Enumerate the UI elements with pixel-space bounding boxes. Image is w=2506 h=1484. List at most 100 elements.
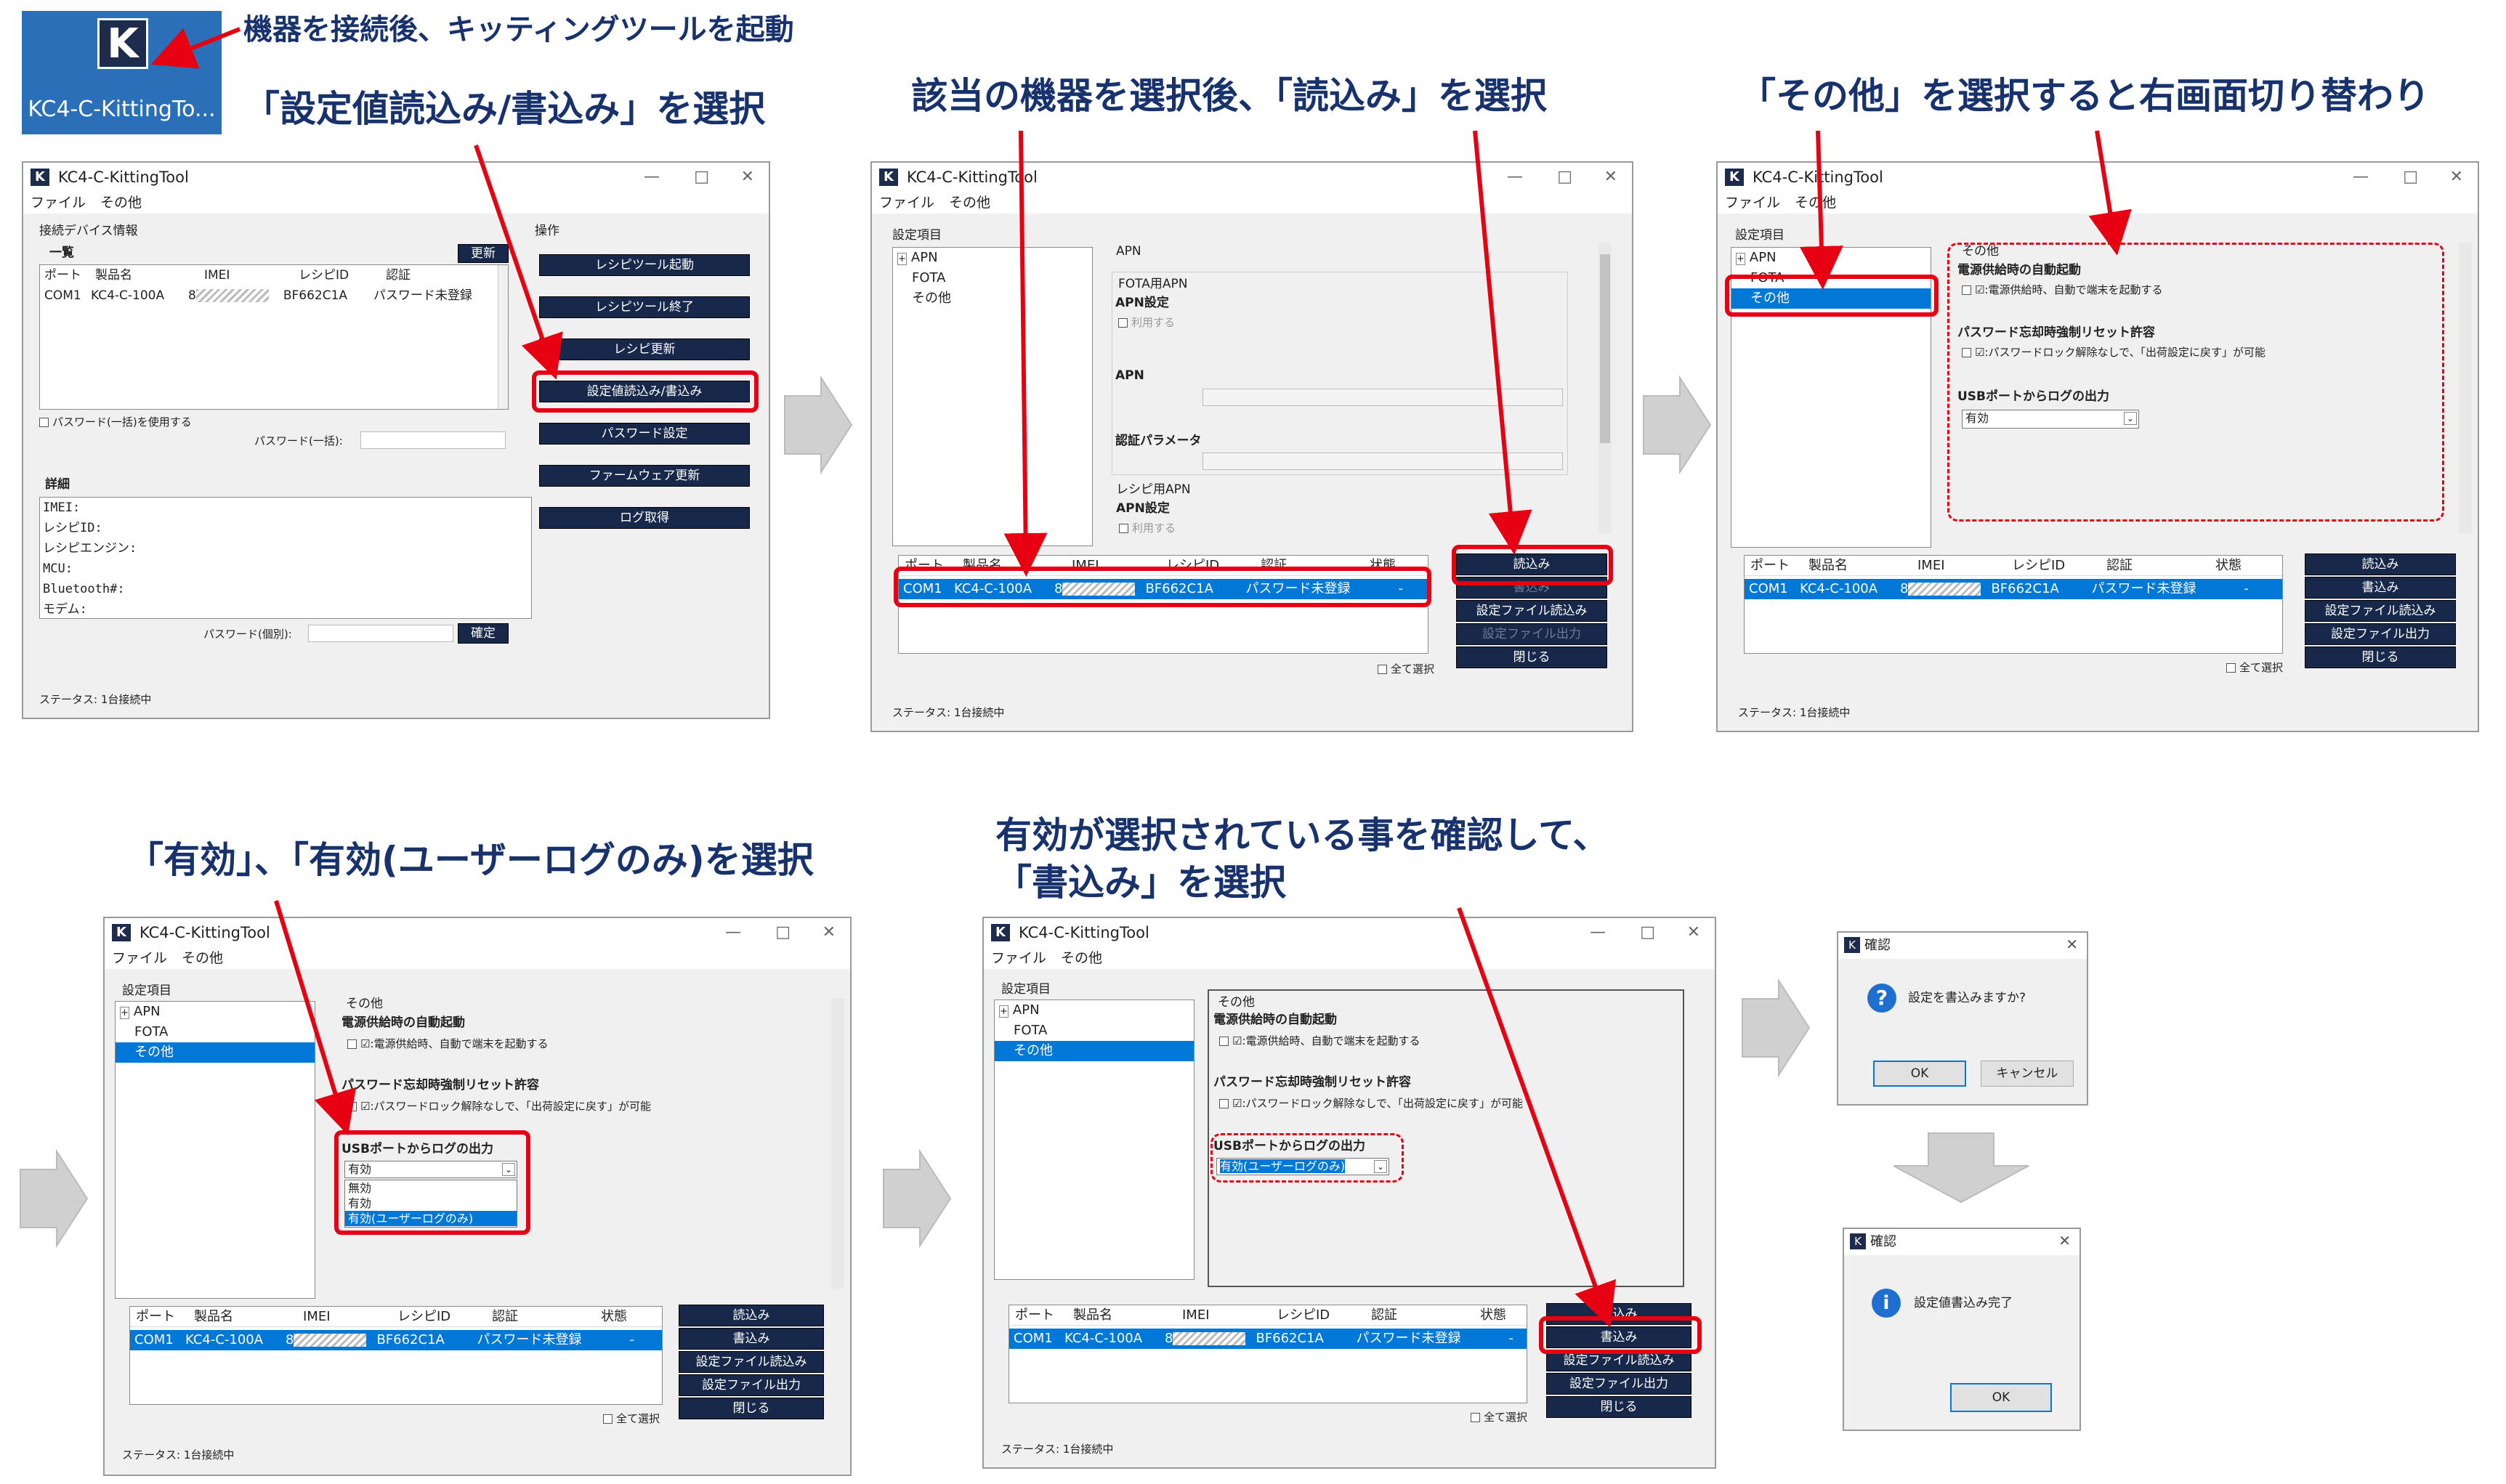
menu-other[interactable]: その他 <box>1061 950 1103 966</box>
select-all-checkbox[interactable]: 全て選択 <box>2226 661 2283 674</box>
password-setting-button[interactable]: パスワード設定 <box>539 423 750 445</box>
write-button[interactable]: 書込み <box>2305 577 2456 599</box>
settings-file-output-button[interactable]: 設定ファイル出力 <box>679 1374 824 1396</box>
tree-other[interactable]: その他 <box>1731 288 1931 309</box>
recipe-use-checkbox[interactable]: 利用する <box>1119 522 1176 535</box>
recipe-tool-start-button[interactable]: レシピツール起動 <box>539 254 750 276</box>
select-all-checkbox[interactable]: 全て選択 <box>1471 1411 1527 1424</box>
tree-other[interactable]: その他 <box>912 291 951 306</box>
minimize-button[interactable]: — <box>725 923 741 941</box>
auth-param-input[interactable] <box>1203 453 1563 470</box>
tree-apn[interactable]: APN <box>133 1004 161 1019</box>
usb-log-select[interactable]: 有効⌄ <box>344 1161 517 1178</box>
usb-log-options[interactable]: 無効 有効 有効(ユーザーログのみ) <box>344 1180 517 1228</box>
close-button[interactable]: ✕ <box>1604 168 1617 186</box>
maximize-button[interactable]: □ <box>694 168 709 186</box>
pw-reset-checkbox[interactable]: ☑:パスワードロック解除なしで、「出荷設定に戻す」が可能 <box>1219 1097 1523 1110</box>
close-dialog-button[interactable]: 閉じる <box>679 1398 824 1419</box>
tree-fota[interactable]: FOTA <box>1014 1023 1048 1038</box>
close-dialog-button[interactable]: 閉じる <box>1546 1396 1691 1418</box>
settings-tree[interactable]: +APN FOTA その他 <box>1731 247 1931 548</box>
settings-file-output-button[interactable]: 設定ファイル出力 <box>2305 623 2456 645</box>
close-button[interactable]: ✕ <box>740 168 754 186</box>
close-button[interactable]: ✕ <box>2449 168 2463 186</box>
recipe-update-button[interactable]: レシピ更新 <box>539 338 750 360</box>
read-button[interactable]: 読込み <box>2305 554 2456 575</box>
write-button[interactable]: 書込み <box>1546 1326 1691 1348</box>
dialog-close-button[interactable]: ✕ <box>2066 936 2078 953</box>
close-dialog-button[interactable]: 閉じる <box>2305 646 2456 668</box>
confirm-button[interactable]: 確定 <box>458 623 509 644</box>
settings-file-read-button[interactable]: 設定ファイル読込み <box>1456 600 1607 622</box>
close-button[interactable]: ✕ <box>822 923 836 941</box>
auto-start-checkbox[interactable]: ☑:電源供給時、自動で端末を起動する <box>347 1037 549 1050</box>
settings-scrollbar[interactable] <box>1598 243 1612 533</box>
tree-apn[interactable]: APN <box>1012 1002 1040 1018</box>
pw-reset-checkbox[interactable]: ☑:パスワードロック解除なしで、「出荷設定に戻す」が可能 <box>1962 346 2265 359</box>
usb-log-select[interactable]: 有効⌄ <box>1962 410 2139 429</box>
apn-input[interactable] <box>1203 389 1563 406</box>
menu-file[interactable]: ファイル <box>879 195 935 211</box>
minimize-button[interactable]: — <box>1507 168 1523 186</box>
close-button[interactable]: ✕ <box>1686 923 1700 941</box>
minimize-button[interactable]: — <box>644 168 660 186</box>
read-button[interactable]: 読込み <box>679 1305 824 1326</box>
tree-other[interactable]: その他 <box>116 1042 315 1063</box>
usb-log-select[interactable]: 有効(ユーザーログのみ)⌄ <box>1216 1158 1389 1175</box>
tree-fota[interactable]: FOTA <box>134 1024 169 1039</box>
password-individual-input[interactable] <box>308 625 453 642</box>
tree-apn[interactable]: APN <box>910 250 938 265</box>
maximize-button[interactable]: □ <box>2403 168 2418 186</box>
minimize-button[interactable]: — <box>2353 168 2369 186</box>
menu-file[interactable]: ファイル <box>112 950 168 966</box>
maximize-button[interactable]: □ <box>775 923 791 941</box>
settings-read-write-button[interactable]: 設定値読込み/書込み <box>539 381 750 402</box>
option-enabled[interactable]: 有効 <box>348 1196 372 1210</box>
cancel-button[interactable]: キャンセル <box>1981 1061 2074 1087</box>
menu-other[interactable]: その他 <box>949 195 991 211</box>
menu-other[interactable]: その他 <box>1795 195 1837 211</box>
maximize-button[interactable]: □ <box>1640 923 1655 941</box>
auto-start-checkbox[interactable]: ☑:電源供給時、自動で端末を起動する <box>1962 283 2163 296</box>
refresh-button[interactable]: 更新 <box>458 244 509 263</box>
menu-other[interactable]: その他 <box>100 195 142 211</box>
minimize-button[interactable]: — <box>1590 923 1606 941</box>
maximize-button[interactable]: □ <box>1557 168 1572 186</box>
recipe-tool-end-button[interactable]: レシピツール終了 <box>539 296 750 318</box>
ok-button[interactable]: OK <box>1950 1383 2052 1412</box>
write-button[interactable]: 書込み <box>679 1328 824 1350</box>
close-dialog-button[interactable]: 閉じる <box>1456 646 1607 668</box>
option-enabled-user[interactable]: 有効(ユーザーログのみ) <box>345 1211 517 1226</box>
menu-file[interactable]: ファイル <box>1725 195 1781 211</box>
firmware-update-button[interactable]: ファームウェア更新 <box>539 465 750 487</box>
settings-scrollbar[interactable] <box>2459 243 2472 533</box>
option-disabled[interactable]: 無効 <box>348 1181 372 1195</box>
use-password-bulk-checkbox[interactable]: パスワード(一括)を使用する <box>39 415 192 429</box>
ok-button[interactable]: OK <box>1873 1061 1966 1087</box>
tree-fota[interactable]: FOTA <box>912 270 946 285</box>
settings-tree[interactable]: +APN FOTA その他 <box>994 1000 1195 1280</box>
read-button[interactable]: 読込み <box>1456 554 1607 575</box>
settings-scrollbar[interactable] <box>831 998 844 1289</box>
menu-other[interactable]: その他 <box>182 950 224 966</box>
settings-file-output-button[interactable]: 設定ファイル出力 <box>1546 1373 1691 1395</box>
password-bulk-input[interactable] <box>360 431 506 449</box>
select-all-checkbox[interactable]: 全て選択 <box>1378 662 1434 676</box>
select-all-checkbox[interactable]: 全て選択 <box>603 1412 660 1425</box>
auto-start-checkbox[interactable]: ☑:電源供給時、自動で端末を起動する <box>1219 1034 1420 1047</box>
settings-tree[interactable]: +APN FOTA その他 <box>115 1001 315 1299</box>
menu-file[interactable]: ファイル <box>31 195 86 211</box>
settings-file-output-button[interactable]: 設定ファイル出力 <box>1456 623 1607 645</box>
dialog-close-button[interactable]: ✕ <box>2058 1232 2071 1249</box>
log-acquire-button[interactable]: ログ取得 <box>539 507 750 529</box>
tree-other[interactable]: その他 <box>995 1041 1194 1061</box>
